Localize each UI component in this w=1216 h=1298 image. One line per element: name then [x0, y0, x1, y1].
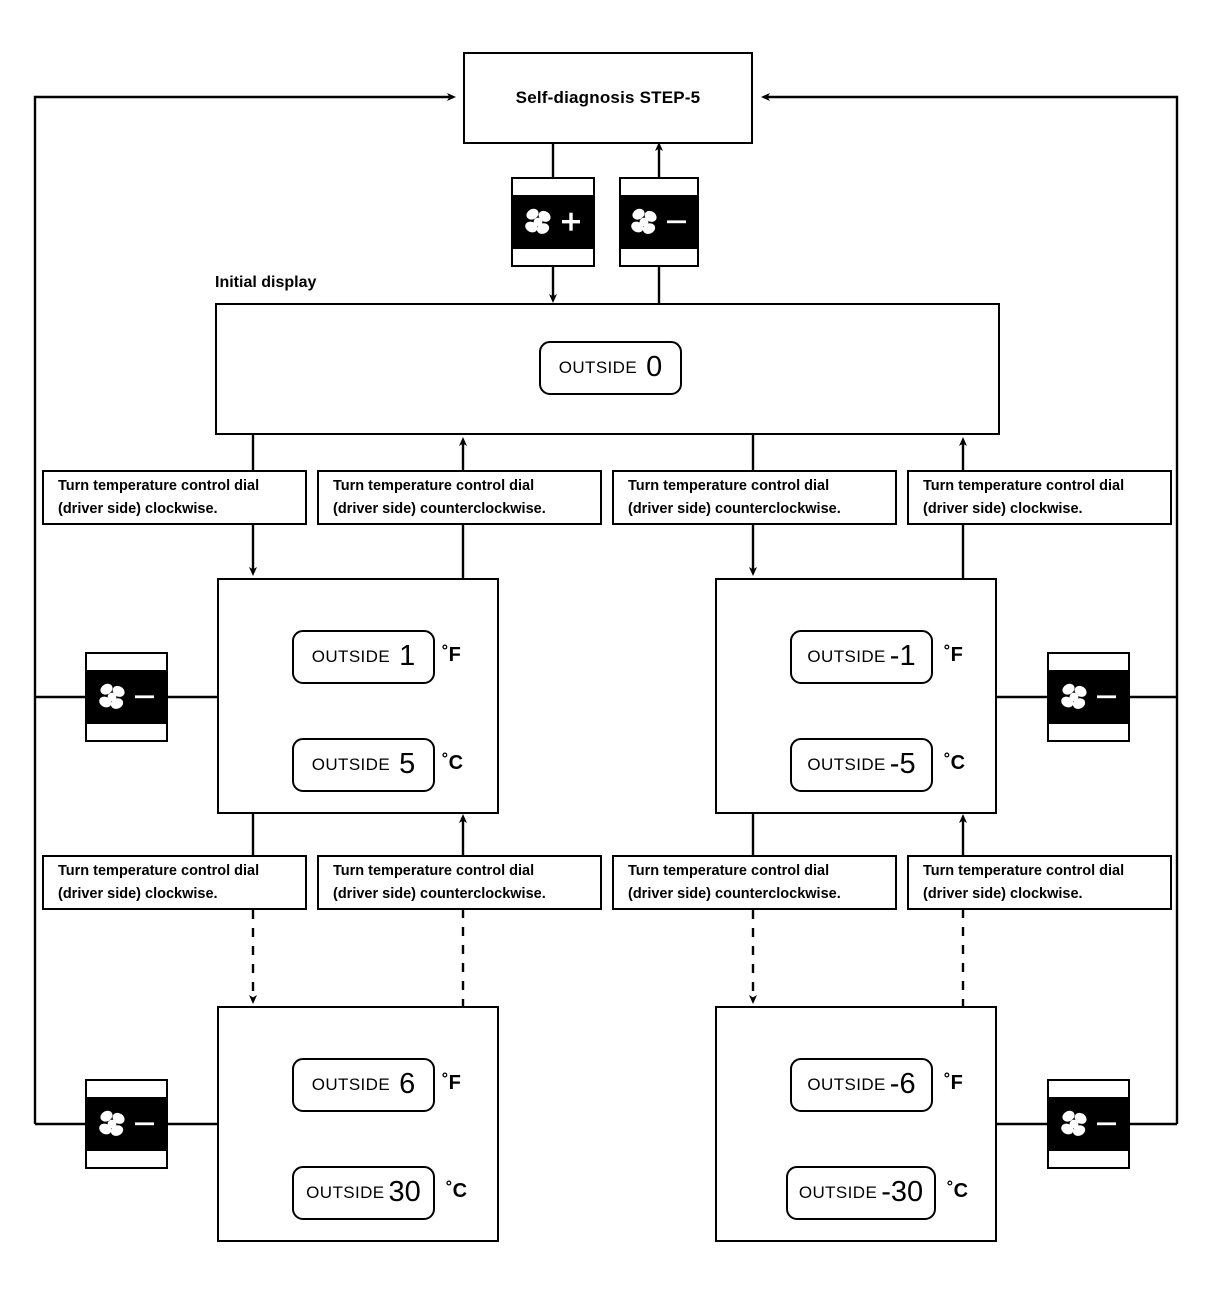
bottom-right-readout-box: OUTSIDE -6 ˚F OUTSIDE -30 ˚C — [715, 1006, 997, 1242]
instruction-box-r2c1: Turn temperature control dial (driver si… — [42, 855, 307, 910]
instruction-line-2: (driver side) counterclockwise. — [628, 885, 841, 902]
readout-outside-6-f: OUTSIDE 6 — [292, 1058, 435, 1112]
fan-icon — [1060, 683, 1116, 709]
readout-label: OUTSIDE — [798, 1183, 878, 1202]
unit-celsius: ˚C — [947, 1180, 969, 1202]
page-title: Self-diagnosis STEP-5 — [515, 88, 701, 107]
unit-celsius: ˚C — [442, 752, 464, 774]
instruction-line-1: Turn temperature control dial — [628, 478, 830, 495]
fan-minus-button-bottom-left[interactable] — [85, 1079, 168, 1169]
instruction-box-r1c1: Turn temperature control dial (driver si… — [42, 470, 307, 525]
readout-outside-neg6-f: OUTSIDE -6 — [790, 1058, 933, 1112]
readout-label: OUTSIDE — [311, 647, 391, 666]
instruction-line-1: Turn temperature control dial — [58, 478, 260, 495]
readout-label: OUTSIDE — [807, 1075, 886, 1094]
readout-value: 6 — [399, 1067, 416, 1100]
fan-plus-button[interactable] — [511, 177, 595, 267]
readout-outside-neg1-f: OUTSIDE -1 — [790, 630, 933, 684]
readout-outside-5-c: OUTSIDE 5 — [292, 738, 435, 792]
readout-label: OUTSIDE — [558, 358, 638, 377]
instruction-box-r2c4: Turn temperature control dial (driver si… — [907, 855, 1172, 910]
fan-icon — [631, 208, 686, 234]
instruction-line-2: (driver side) counterclockwise. — [333, 885, 546, 902]
readout-value: -1 — [889, 639, 916, 672]
instruction-line-1: Turn temperature control dial — [923, 863, 1125, 880]
fan-minus-button-mid-left[interactable] — [85, 652, 168, 742]
readout-label: OUTSIDE — [807, 647, 886, 666]
readout-value: -30 — [881, 1175, 924, 1208]
instruction-line-2: (driver side) counterclockwise. — [628, 500, 841, 517]
readout-value: 5 — [399, 747, 416, 780]
mid-left-readout-box: OUTSIDE 1 ˚F OUTSIDE 5 ˚C — [217, 578, 499, 814]
fan-minus-button-top[interactable] — [619, 177, 699, 267]
fan-icon — [98, 1110, 154, 1136]
instruction-box-r2c2: Turn temperature control dial (driver si… — [317, 855, 602, 910]
unit-fahrenheit: ˚F — [442, 644, 461, 666]
readout-value: 0 — [646, 350, 663, 383]
readout-label: OUTSIDE — [311, 755, 391, 774]
bottom-left-readout-box: OUTSIDE 6 ˚F OUTSIDE 30 ˚C — [217, 1006, 499, 1242]
readout-label: OUTSIDE — [306, 1183, 385, 1202]
readout-value: 1 — [399, 639, 416, 672]
instruction-box-r2c3: Turn temperature control dial (driver si… — [612, 855, 897, 910]
instruction-line-2: (driver side) counterclockwise. — [333, 500, 546, 517]
fan-icon — [1060, 1110, 1116, 1136]
readout-outside-0: OUTSIDE 0 — [539, 341, 682, 395]
instruction-line-1: Turn temperature control dial — [923, 478, 1125, 495]
initial-display-box: OUTSIDE 0 — [215, 303, 1000, 435]
instruction-line-2: (driver side) clockwise. — [923, 885, 1083, 902]
readout-value: 30 — [388, 1175, 421, 1208]
self-diagnosis-step5-box: Self-diagnosis STEP-5 — [463, 52, 753, 144]
instruction-line-1: Turn temperature control dial — [628, 863, 830, 880]
unit-celsius: ˚C — [944, 752, 966, 774]
readout-outside-neg5-c: OUTSIDE -5 — [790, 738, 933, 792]
fan-minus-button-mid-right[interactable] — [1047, 652, 1130, 742]
instruction-box-r1c3: Turn temperature control dial (driver si… — [612, 470, 897, 525]
initial-display-caption: Initial display — [215, 274, 317, 291]
unit-fahrenheit: ˚F — [944, 644, 963, 666]
instruction-box-r1c2: Turn temperature control dial (driver si… — [317, 470, 602, 525]
instruction-line-1: Turn temperature control dial — [333, 478, 535, 495]
readout-label: OUTSIDE — [311, 1075, 391, 1094]
readout-outside-1-f: OUTSIDE 1 — [292, 630, 435, 684]
instruction-line-2: (driver side) clockwise. — [58, 885, 218, 902]
unit-fahrenheit: ˚F — [442, 1072, 461, 1094]
readout-value: -6 — [889, 1067, 916, 1100]
fan-icon — [525, 208, 580, 234]
readout-label: OUTSIDE — [807, 755, 886, 774]
fan-minus-button-bottom-right[interactable] — [1047, 1079, 1130, 1169]
readout-outside-neg30-c: OUTSIDE -30 — [786, 1166, 936, 1220]
fan-icon — [98, 683, 154, 709]
instruction-line-2: (driver side) clockwise. — [923, 500, 1083, 517]
unit-fahrenheit: ˚F — [944, 1072, 963, 1094]
readout-outside-30-c: OUTSIDE 30 — [292, 1166, 435, 1220]
instruction-line-1: Turn temperature control dial — [333, 863, 535, 880]
instruction-box-r1c4: Turn temperature control dial (driver si… — [907, 470, 1172, 525]
instruction-line-2: (driver side) clockwise. — [58, 500, 218, 517]
readout-value: -5 — [889, 747, 916, 780]
unit-celsius: ˚C — [446, 1180, 468, 1202]
instruction-line-1: Turn temperature control dial — [58, 863, 260, 880]
mid-right-readout-box: OUTSIDE -1 ˚F OUTSIDE -5 ˚C — [715, 578, 997, 814]
